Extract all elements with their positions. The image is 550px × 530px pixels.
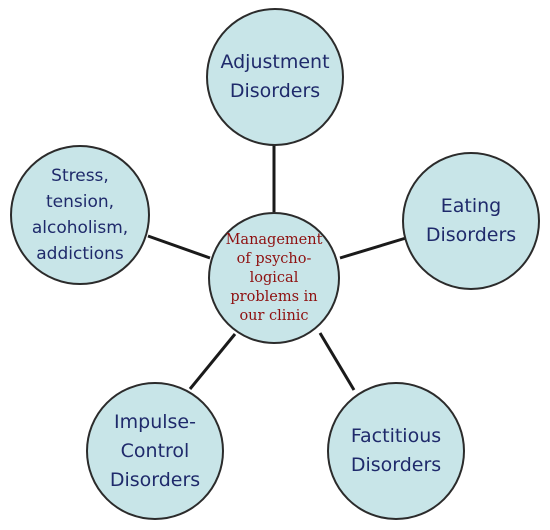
node-eating-disorders: Eating Disorders — [402, 152, 540, 290]
node-impulse-control-disorders: Impulse- Control Disorders — [86, 382, 224, 520]
connector-stress — [147, 234, 211, 260]
node-label: Adjustment Disorders — [220, 51, 330, 102]
node-label: Stress, tension, alcoholism, addictions — [31, 166, 129, 264]
central-node-label: Management of psycho- logical problems i… — [225, 231, 323, 324]
node-label: Eating Disorders — [425, 195, 517, 246]
node-label: Impulse- Control Disorders — [109, 410, 201, 491]
connector-impulse — [188, 333, 237, 390]
node-label: Factitious Disorders — [350, 425, 442, 476]
connector-factitious — [318, 332, 356, 391]
connector-eating — [339, 236, 407, 260]
node-stress-addictions: Stress, tension, alcoholism, addictions — [10, 145, 150, 285]
node-adjustment-disorders: Adjustment Disorders — [206, 8, 344, 146]
central-node: Management of psycho- logical problems i… — [208, 212, 340, 344]
node-factitious-disorders: Factitious Disorders — [327, 382, 465, 520]
